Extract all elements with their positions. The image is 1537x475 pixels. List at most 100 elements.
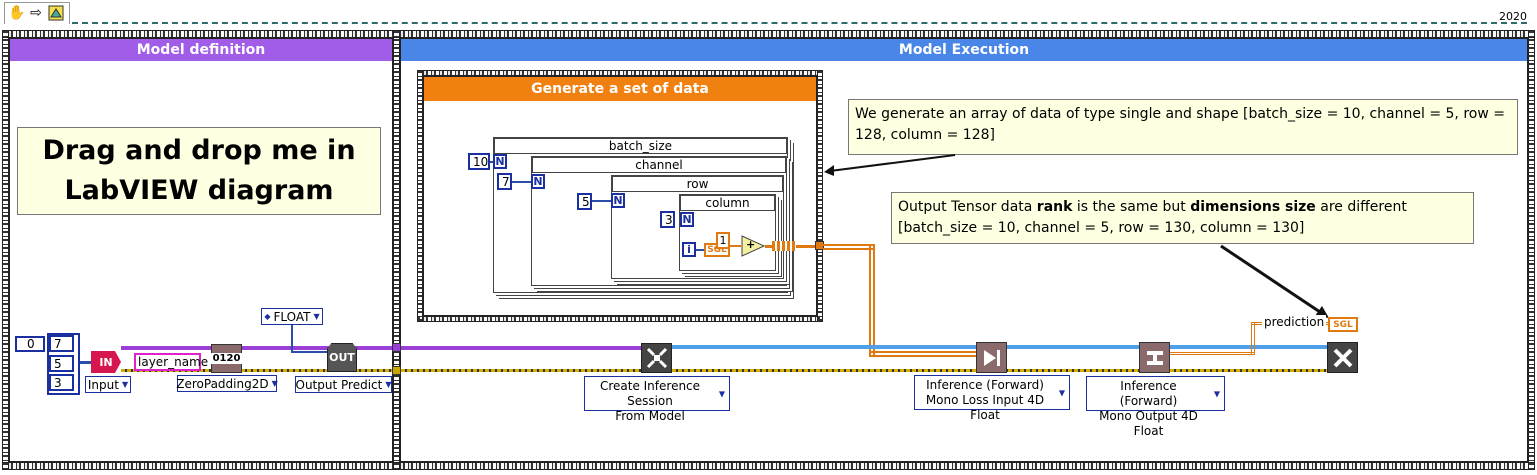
inference-output-line2: Mono Output 4D Float (1099, 409, 1198, 438)
loop-row-label: row (612, 176, 783, 192)
wire-exec-purple (401, 346, 641, 350)
wire-prediction-h1 (1170, 352, 1254, 355)
shape-value-2[interactable]: 5 (49, 355, 74, 372)
tensor-note-line2: [batch_size = 10, channel = 5, row = 130… (898, 220, 1305, 236)
wire-data-v1 (869, 244, 875, 356)
loop-channel-label: channel (532, 157, 786, 173)
release-session-node[interactable] (1327, 342, 1358, 373)
generate-right-strip (817, 70, 823, 322)
constant-one[interactable]: 1 (716, 232, 730, 249)
prediction-indicator[interactable]: SGL (1328, 317, 1358, 332)
hand-icon[interactable]: ✋ (8, 5, 26, 21)
tensor-note-rank: rank (1036, 199, 1073, 215)
inference-loss-node[interactable] (976, 342, 1007, 373)
tensor-note-dims: dimensions size (1190, 199, 1316, 215)
zeropadding-selector[interactable]: ZeroPadding2D ▼ (176, 375, 278, 392)
inference-loss-selector[interactable]: Inference (Forward) Mono Loss Input 4D F… (914, 375, 1070, 422)
tensor-note-mid: is the same but (1072, 199, 1191, 215)
wire-batch-count (490, 161, 493, 163)
create-session-line2: From Model (615, 409, 685, 423)
loop-batch-size-label: batch_size (494, 138, 787, 154)
wire-data-h2 (869, 351, 976, 357)
wire-float-h (291, 351, 331, 353)
create-session-icon (646, 347, 667, 369)
model-definition-frame: Model definition (9, 38, 393, 462)
wire-exec-yellow (401, 369, 641, 372)
channel-n-terminal: N (531, 174, 545, 189)
zero-padding-label: 0120 (210, 353, 243, 364)
sequence-left-strip (2, 30, 9, 470)
prediction-label: prediction (1262, 315, 1327, 329)
tensor-note: Output Tensor data rank is the same but … (891, 192, 1474, 244)
inference-output-selector[interactable]: Inference (Forward) Mono Output 4D Float… (1086, 376, 1225, 438)
in-node[interactable]: IN (91, 351, 121, 373)
model-definition-header: Model definition (10, 39, 392, 61)
wire-row-count (592, 200, 611, 202)
inference-output-node[interactable] (1139, 342, 1170, 373)
generate-data-header: Generate a set of data (424, 77, 816, 101)
tensor-note-arrow (1220, 244, 1329, 318)
sequence-bottom-strip (2, 462, 1535, 470)
sequence-right-strip (1528, 30, 1535, 470)
loop-column-label: column (680, 195, 775, 211)
add-symbol: + (746, 238, 756, 251)
inference-loss-line1: Inference (Forward) (926, 378, 1044, 392)
float-chevron-down-icon: ▼ (313, 312, 320, 321)
shape-value-3[interactable]: 3 (49, 374, 74, 391)
model-execution-header: Model Execution (401, 39, 1527, 61)
row-count[interactable]: 5 (577, 193, 592, 210)
purple-tunnel (392, 343, 401, 352)
add-node[interactable]: + (741, 235, 766, 257)
vi-icon[interactable] (47, 4, 65, 22)
input-selector-label: Input (87, 377, 119, 392)
wire-float-v (291, 325, 293, 352)
tensor-note-pre: Output Tensor data (898, 199, 1037, 215)
float-selector-label: FLOAT (273, 309, 311, 324)
wire-model-def-yellow (121, 369, 398, 372)
zeropadding-chevron-down-icon: ▼ (271, 379, 278, 388)
float-selector[interactable]: ◆ FLOAT ▼ (261, 308, 323, 325)
generate-bottom-strip (417, 316, 823, 322)
release-session-icon (1333, 348, 1352, 367)
wire-i-to-sgl (696, 249, 704, 251)
array-note: We generate an array of data of type sin… (848, 99, 1518, 155)
wire-model-def-purple (121, 346, 398, 350)
array-index-control[interactable]: 0 (15, 336, 45, 352)
column-i-terminal: i (682, 242, 696, 257)
batch-size-n-terminal: N (493, 154, 507, 169)
tensor-note-post: are different (1315, 199, 1407, 215)
run-arrow-icon[interactable]: ⇨ (30, 5, 42, 21)
create-session-line1: Create Inference Session (599, 379, 701, 408)
inference-output-icon (1146, 350, 1163, 365)
yellow-tunnel (392, 366, 401, 375)
wire-channel-count (512, 181, 531, 183)
layer-name-constant[interactable]: layer_name (134, 353, 208, 371)
input-chevron-down-icon: ▼ (121, 380, 129, 389)
version-label: 2020 (1499, 10, 1527, 23)
create-session-selector[interactable]: Create Inference Session From Model ▼ (584, 376, 730, 423)
out-node[interactable]: OUT (327, 343, 357, 372)
toolbar-separator (72, 22, 1527, 24)
input-selector[interactable]: Input ▼ (85, 376, 131, 393)
zeropadding-selector-label: ZeroPadding2D (176, 376, 269, 391)
channel-count[interactable]: 7 (497, 173, 512, 190)
sequence-divider-strip (393, 30, 400, 470)
inference-loss-line2: Mono Loss Input 4D Float (925, 393, 1045, 422)
row-n-terminal: N (611, 193, 625, 208)
inference-output-line1: Inference (Forward) (1119, 379, 1178, 408)
toolbar: ✋ ⇨ 2020 (0, 0, 1537, 26)
column-count[interactable]: 3 (660, 211, 675, 228)
wire-shape-to-in (80, 361, 92, 364)
shape-value-1[interactable]: 7 (49, 335, 74, 352)
toolbar-frame (4, 2, 70, 24)
loop-column[interactable]: column (679, 194, 776, 271)
wire-prediction-v (1251, 323, 1255, 355)
inference-loss-chevron-down-icon: ▼ (1058, 388, 1065, 397)
zero-padding-node[interactable]: 0120 (210, 344, 243, 373)
batch-size-count[interactable]: 10 (468, 153, 490, 170)
tensor-note-line1: Output Tensor data rank is the same but … (898, 197, 1467, 218)
array-note-arrow (824, 154, 956, 176)
inference-output-chevron-down-icon: ▼ (1213, 389, 1220, 398)
output-predict-selector[interactable]: Output Predict ▼ (295, 376, 392, 393)
create-session-node[interactable] (641, 343, 672, 373)
